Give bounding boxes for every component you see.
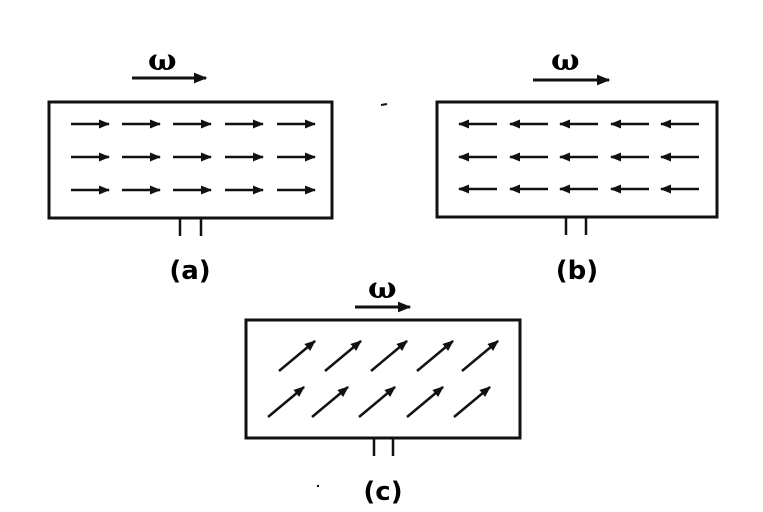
field-arrow-c [461, 340, 499, 372]
omega-label-c: ω [368, 271, 397, 306]
sample-box-c [244, 318, 522, 440]
caption-c: (c) [363, 477, 402, 507]
sample-box-b [435, 100, 719, 219]
stray-mark [380, 103, 388, 106]
field-arrow-c [324, 340, 362, 372]
field-arrow-c [370, 340, 408, 372]
caption-b: (b) [556, 256, 598, 286]
panel-b: ω (b) [435, 43, 719, 286]
field-arrow-c [267, 386, 305, 418]
field-arrow-c [453, 386, 491, 418]
field-arrow-c [406, 386, 444, 418]
caption-a: (a) [169, 256, 210, 286]
field-arrows-c [267, 340, 499, 418]
field-arrow-c [311, 386, 349, 418]
field-arrows-a [71, 119, 317, 195]
field-arrow-c [278, 340, 316, 372]
sample-box-a [47, 100, 334, 220]
field-arrow-c [416, 340, 454, 372]
field-arrows-b [457, 119, 699, 194]
panel-a: ω (a) [47, 43, 334, 286]
omega-label-b: ω [551, 43, 580, 78]
stray-dot [316, 484, 320, 488]
panel-c: ω (c) [244, 271, 522, 507]
field-arrow-c [358, 386, 396, 418]
omega-label-a: ω [148, 43, 177, 78]
